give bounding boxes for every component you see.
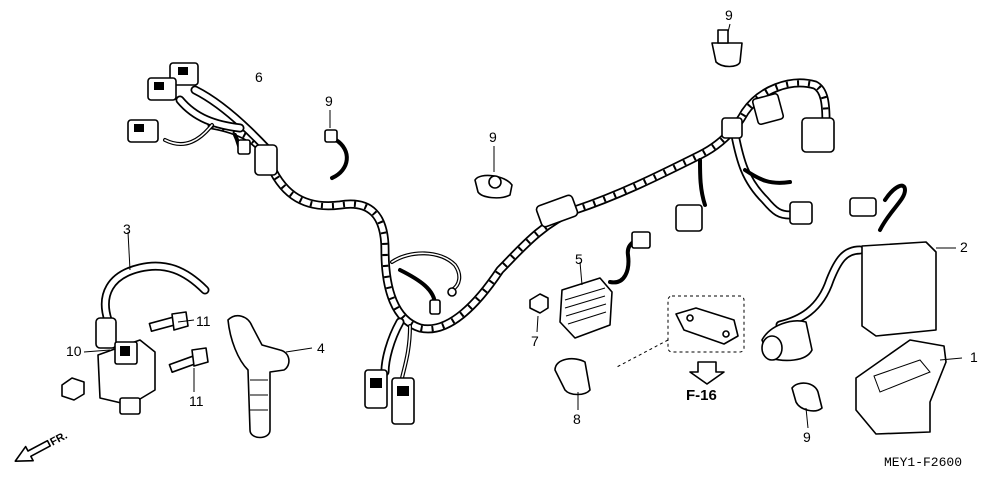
wire-harness — [127, 62, 835, 425]
callout-7: 7 — [531, 333, 539, 349]
wire-band-left — [324, 129, 349, 180]
wire-band-top — [711, 29, 743, 68]
diagram-code: MEY1-F2600 — [884, 455, 962, 470]
callout-1: 1 — [970, 349, 978, 365]
front-direction-label: FR. — [48, 430, 69, 449]
wire-band-right — [791, 382, 823, 412]
callout-9-left: 9 — [325, 93, 333, 109]
callout-11-upper: 11 — [196, 313, 211, 329]
callout-6: 6 — [255, 69, 263, 85]
callout-8: 8 — [573, 411, 581, 427]
callout-4: 4 — [317, 340, 325, 356]
callout-9-right: 9 — [803, 429, 811, 445]
reference-label: F-16 — [686, 387, 717, 404]
callout-3: 3 — [123, 221, 131, 237]
bolt-upper — [148, 311, 189, 333]
regulator-rectifier — [559, 231, 651, 339]
callout-leaders — [83, 23, 963, 429]
bolt-lower — [168, 347, 209, 374]
cdi-unit — [761, 183, 937, 362]
clamp — [554, 357, 591, 396]
callout-9-top: 9 — [725, 7, 733, 23]
wire-band-middle — [474, 174, 513, 199]
callout-11-lower: 11 — [189, 393, 204, 409]
stay-bracket — [614, 295, 745, 385]
callout-10: 10 — [66, 343, 82, 359]
cdi-cover — [855, 339, 947, 435]
callout-5: 5 — [575, 251, 583, 267]
spark-plug-cap — [227, 314, 290, 439]
nut — [529, 293, 549, 314]
callout-2: 2 — [960, 239, 968, 255]
front-direction-indicator: FR. — [14, 430, 70, 462]
callout-9-middle: 9 — [489, 129, 497, 145]
ignition-coil — [61, 261, 210, 415]
